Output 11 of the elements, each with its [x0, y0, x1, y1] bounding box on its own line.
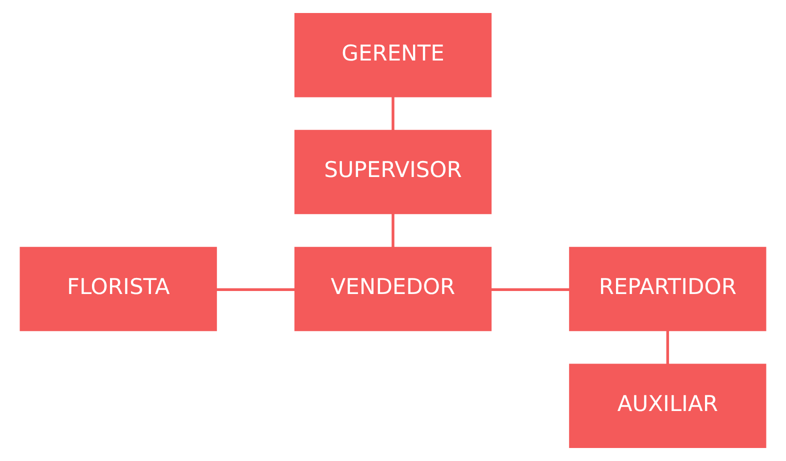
node-box: AUXILIAR [569, 364, 766, 448]
connector [216, 288, 296, 291]
connector [491, 288, 570, 291]
node-box: GERENTE [294, 12, 492, 98]
node-box: SUPERVISOR [294, 130, 492, 214]
connector [392, 96, 394, 130]
node-box: VENDEDOR [294, 246, 492, 332]
connector [392, 214, 394, 248]
connector [666, 330, 670, 364]
node-box: REPARTIDOR [569, 246, 766, 332]
node-box: FLORISTA [20, 246, 217, 332]
